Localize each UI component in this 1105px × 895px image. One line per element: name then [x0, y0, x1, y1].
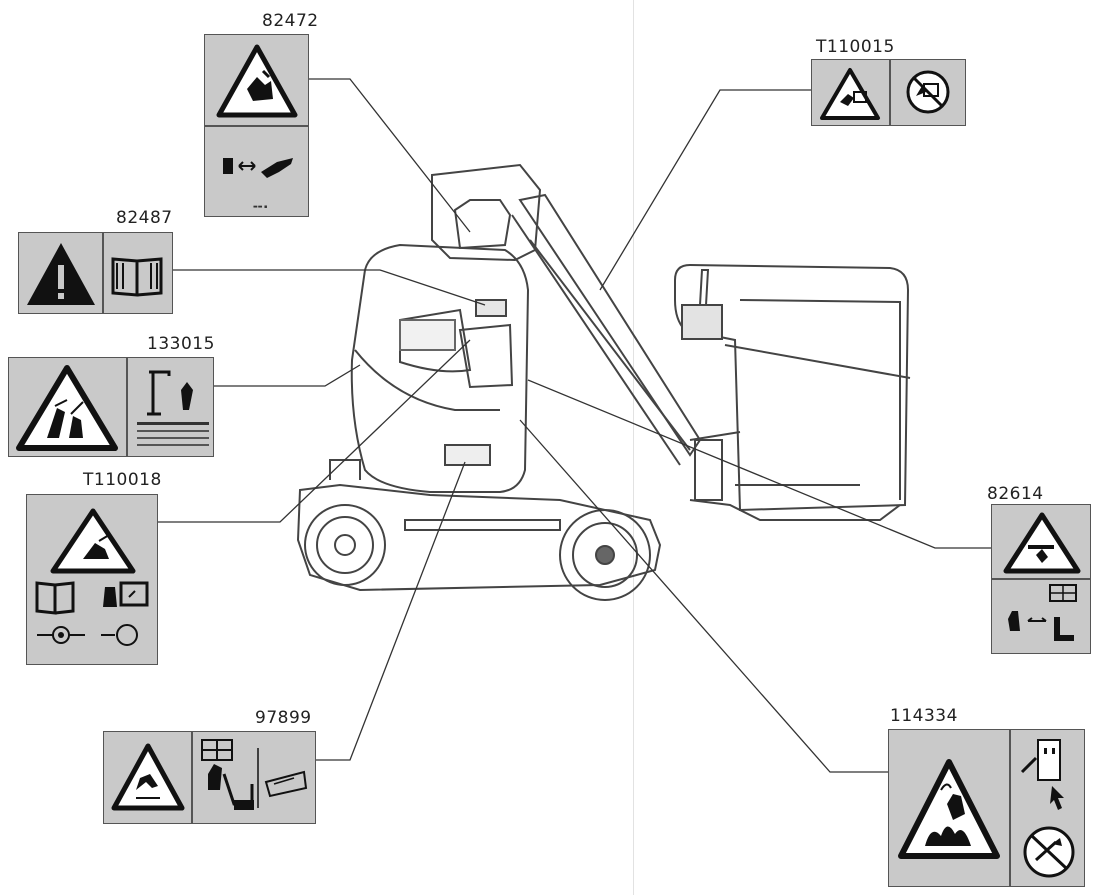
page-fold [633, 0, 634, 895]
leader-114334 [519, 419, 888, 773]
decal-82614 [991, 504, 1091, 654]
read-manual-and-operate-icon [35, 581, 149, 646]
svg-text:▬▬ ▪: ▬▬ ▪ [253, 204, 267, 210]
decal-82487 [18, 232, 173, 314]
decal-T110018 [26, 494, 158, 665]
leader-T110015 [599, 89, 811, 291]
part-number-T110018: T110018 [83, 470, 162, 490]
crush-hazard-platform-icon [1003, 512, 1081, 574]
decal-97899 [103, 731, 316, 824]
decal-T110015 [811, 59, 966, 126]
entanglement-hazard-icon [820, 68, 880, 120]
crush-hazard-hand-icon [216, 44, 298, 118]
leader-82614 [527, 379, 991, 549]
general-warning-icon [27, 243, 95, 305]
load-chart-icon [137, 370, 209, 446]
unplug-power-icon [1020, 739, 1075, 878]
leader-133015 [214, 364, 361, 387]
keep-clear-icon: ▬▬ ▪ [223, 158, 293, 210]
part-number-114334: 114334 [890, 706, 958, 726]
leader-82472 [309, 78, 471, 233]
part-number-T110015: T110015 [816, 37, 895, 57]
fall-hazard-icon [111, 743, 185, 811]
leader-T110018 [158, 339, 471, 523]
decal-114334 [888, 729, 1085, 887]
part-number-82472: 82472 [262, 11, 319, 31]
tip-over-hazard-icon [16, 365, 118, 451]
leader-82487 [173, 269, 486, 306]
part-number-97899: 97899 [255, 708, 312, 728]
keep-clear-platform-icon [1008, 584, 1077, 641]
read-manual-icon [111, 257, 163, 297]
electrocution-burn-icon [898, 759, 1000, 859]
part-number-82487: 82487 [116, 208, 173, 228]
guardrail-lanyard-icon [201, 739, 308, 810]
tip-over-hazard-icon [50, 508, 136, 574]
no-riding-icon [906, 70, 950, 114]
part-number-82614: 82614 [987, 484, 1044, 504]
decal-82472: ▬▬ ▪ [204, 34, 309, 217]
part-number-133015: 133015 [147, 334, 215, 354]
decal-133015 [8, 357, 214, 457]
leader-97899 [316, 461, 466, 761]
